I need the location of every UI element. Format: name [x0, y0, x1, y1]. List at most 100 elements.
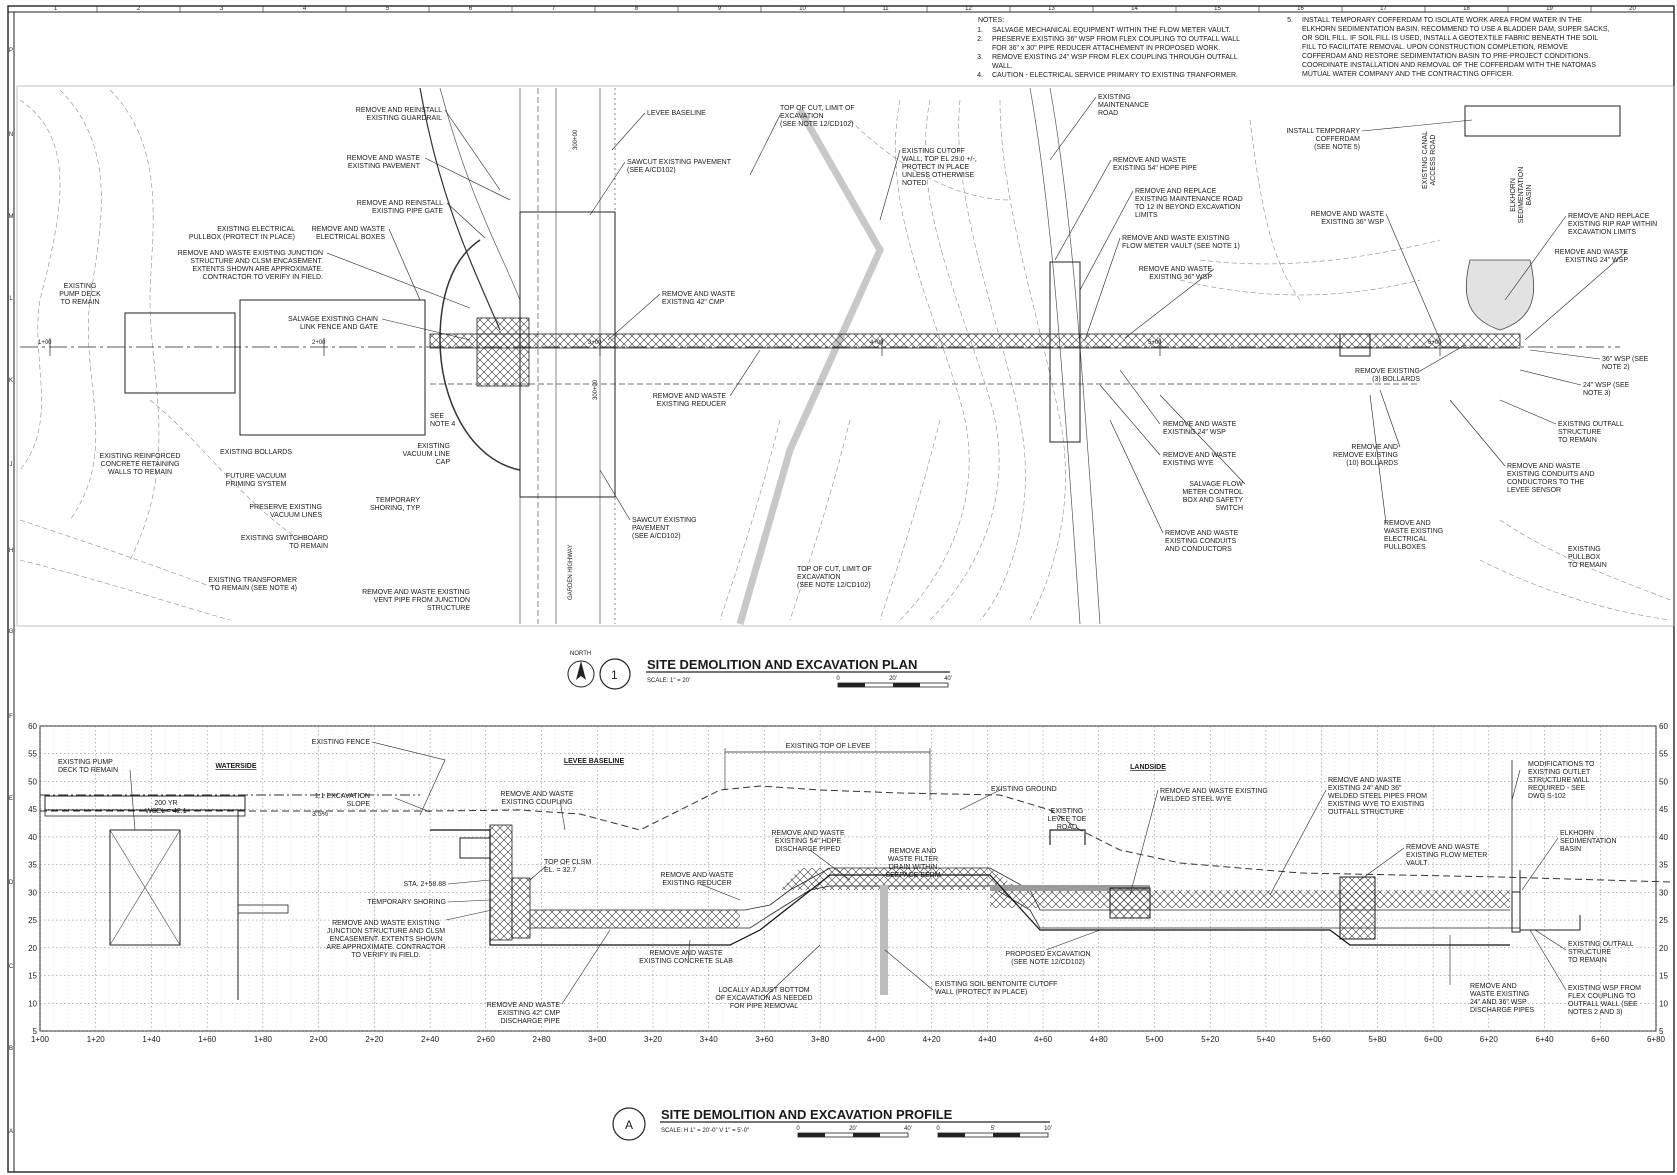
- plan-callout-line: EXISTING CONDUITS: [1165, 538, 1237, 545]
- plan-callout-line: NOTED: [902, 180, 927, 187]
- plan-callout-line: CONTRACTOR TO VERIFY IN FIELD.: [203, 274, 324, 281]
- plan-callout-line: WALLS TO REMAIN: [108, 469, 172, 476]
- plan-callout-line: CAP: [436, 459, 451, 466]
- profile-callout-line: REMOVE AND WASTE: [1406, 844, 1480, 851]
- profile-callout-line: EXISTING 54" HDPE: [775, 838, 842, 845]
- station-tick-label: 3+20: [644, 1035, 663, 1044]
- scale-tick-label: 40': [944, 676, 952, 682]
- station-tick-label: 4+80: [1090, 1035, 1109, 1044]
- profile-callout-line: REMOVE AND WASTE EXISTING: [332, 920, 440, 927]
- station-tick-label: 6+60: [1591, 1035, 1610, 1044]
- plan-callout-line: EXISTING REDUCER: [657, 401, 726, 408]
- plan-callout-line: EXISTING OUTFALL: [1558, 421, 1624, 428]
- plan-station-label: 3+00: [588, 340, 602, 346]
- plan-callout-line: REMOVE AND REPLACE: [1135, 188, 1217, 195]
- plan-callout-line: EXISTING TRANSFORMER: [208, 577, 297, 584]
- station-tick-label: 3+60: [755, 1035, 774, 1044]
- plan-callout-line: STRUCTURE: [427, 605, 470, 612]
- plan-callout-line: SALVAGE FLOW: [1189, 481, 1243, 488]
- plan-callout-line: PAVEMENT: [632, 525, 670, 532]
- profile-callout-line: BASIN: [1560, 846, 1581, 853]
- sheet-column-number: 4: [303, 6, 307, 12]
- station-tick-label: 4+20: [923, 1035, 942, 1044]
- note-number: 5.: [1287, 17, 1293, 24]
- plan-callout-line: REMOVE AND WASTE EXISTING: [1122, 235, 1230, 242]
- plan-callout-line: EXISTING 24" WSP: [1565, 257, 1628, 264]
- profile-title-block: A SITE DEMOLITION AND EXCAVATION PROFILE…: [612, 1107, 1052, 1141]
- general-notes: NOTES: 1.SALVAGE MECHANICAL EQUIPMENT WI…: [977, 17, 1609, 79]
- sheet-column-number: 3: [220, 6, 224, 12]
- plan-callout-line: REMOVE AND WASTE EXISTING: [362, 589, 470, 596]
- plan-callout: SAWCUT EXISTING PAVEMENT(SEE A/CD102): [627, 159, 732, 174]
- station-tick-label: 2+00: [310, 1035, 329, 1044]
- plan-callout-line: REMOVE AND WASTE: [662, 291, 736, 298]
- profile-scale: SCALE: H 1" = 20'-0" V 1" = 5'-0": [661, 1128, 749, 1134]
- elevation-tick-label: 55: [1659, 750, 1668, 759]
- plan-callout-line: REMOVE AND: [1351, 444, 1398, 451]
- station-tick-label: 4+00: [867, 1035, 886, 1044]
- profile-callout-line: WASTE EXISTING: [1470, 991, 1529, 998]
- plan-callout-line: REMOVE AND WASTE: [653, 393, 727, 400]
- elevation-tick-label: 15: [28, 972, 37, 981]
- sheet-row-letter: L: [9, 296, 13, 302]
- plan-scale-bar: [837, 682, 949, 688]
- plan-callout-line: TO REMAIN: [1558, 437, 1597, 444]
- sheet-row-letter: G: [9, 629, 14, 635]
- road-label: 300+00: [593, 379, 599, 400]
- elevation-tick-label: 25: [1659, 916, 1668, 925]
- plan-callout-line: EXISTING PIPE GATE: [372, 208, 443, 215]
- profile-callout-line: DWG S-102: [1528, 793, 1566, 800]
- sheet-column-number: 9: [718, 6, 722, 12]
- profile-callout-line: EL. = 32.7: [544, 867, 576, 874]
- plan-callout-line: NOTE 4: [430, 421, 455, 428]
- sheet-row-letter: M: [9, 214, 14, 220]
- plan-callout-line: REMOVE AND WASTE: [1507, 463, 1581, 470]
- plan-callout-line: ELECTRICAL: [1384, 536, 1427, 543]
- scale-tick-label: 20': [889, 676, 897, 682]
- profile-callout: STA. 2+58.88: [404, 881, 447, 888]
- plan-callout-line: EXISTING MAINTENANCE ROAD: [1135, 196, 1243, 203]
- profile-geometry: [40, 748, 1671, 1000]
- profile-callout-line: EXISTING: [1051, 808, 1084, 815]
- profile-callout-line: EXISTING 42" CMP: [498, 1010, 561, 1017]
- plan-callout-line: EXISTING 24" WSP: [1163, 429, 1226, 436]
- note-number: 2.: [977, 36, 983, 43]
- plan-callout-line: EXISTING BOLLARDS: [220, 449, 292, 456]
- detail-letter: A: [625, 1118, 633, 1132]
- sheet-column-number: 20: [1629, 6, 1636, 12]
- plan-callout: EXISTING BOLLARDS: [220, 449, 292, 456]
- plan-callout-line: REMOVE AND REPLACE: [1568, 213, 1650, 220]
- plan-callout-line: TO REMAIN: [289, 543, 328, 550]
- plan-title: SITE DEMOLITION AND EXCAVATION PLAN: [647, 657, 917, 672]
- station-tick-label: 1+00: [31, 1035, 50, 1044]
- profile-callout-line: OUTFALL WALL (SEE: [1568, 1001, 1638, 1008]
- scale-tick-label: 10': [1044, 1126, 1052, 1132]
- profile-callout-line: REMOVE AND WASTE: [1328, 777, 1402, 784]
- scale-tick-label: 20': [849, 1126, 857, 1132]
- profile-callout-line: VAULT: [1406, 860, 1428, 867]
- plan-callout-line: (10) BOLLARDS: [1346, 460, 1398, 467]
- plan-callout-line: PRESERVE EXISTING: [249, 504, 322, 511]
- plan-callout-line: EXISTING GUARDRAIL: [367, 115, 443, 122]
- station-tick-label: 3+80: [811, 1035, 830, 1044]
- profile-callout: EXISTING TOP OF LEVEE: [786, 743, 871, 750]
- plan-callout-line: REMOVE AND REINSTALL: [356, 107, 442, 114]
- scale-tick-label: 0: [836, 676, 840, 682]
- profile-callout-line: EXISTING GROUND: [991, 786, 1057, 793]
- roads-and-structures: [20, 87, 1621, 625]
- detail-number: 1: [611, 668, 618, 682]
